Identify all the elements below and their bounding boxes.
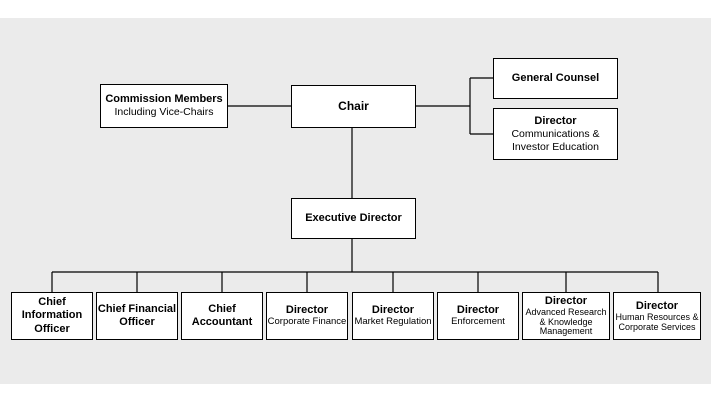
chair-box: Chair <box>291 85 416 128</box>
director-enforcement-box: Director Enforcement <box>437 292 519 340</box>
director-communications-line1: Communications & <box>511 128 600 140</box>
director-human-resources-title: Director <box>635 299 679 312</box>
general-counsel-box: General Counsel <box>493 58 618 99</box>
director-human-resources-line2: Corporate Services <box>618 321 696 332</box>
director-enforcement-subtitle: Enforcement <box>451 316 505 328</box>
director-market-regulation-title: Director <box>371 303 415 316</box>
cfo-line2: Officer <box>119 316 155 328</box>
cio-line2: Officer <box>34 322 70 335</box>
director-advanced-research-line2: & Knowledge <box>539 316 593 327</box>
director-corporate-finance-title: Director <box>285 303 329 316</box>
commission-members-subtitle: Including Vice-Chairs <box>114 106 214 119</box>
director-advanced-research-title: Director <box>544 295 588 308</box>
chief-financial-officer-box: Chief Financial Officer <box>96 292 178 340</box>
cio-line1: Chief Information <box>21 296 83 322</box>
director-human-resources-line1: Human Resources & <box>615 312 699 323</box>
executive-director-box: Executive Director <box>291 198 416 239</box>
commission-members-title: Commission Members <box>105 93 223 106</box>
director-corporate-finance-box: Director Corporate Finance <box>266 292 348 340</box>
director-advanced-research-line1: Advanced Research <box>525 307 607 318</box>
director-communications-line2: Investor Education <box>512 140 599 153</box>
director-communications-box: Director Communications & Investor Educa… <box>493 108 618 160</box>
director-human-resources-box: Director Human Resources & Corporate Ser… <box>613 292 701 340</box>
director-advanced-research-line3: Management <box>539 326 593 337</box>
commission-members-box: Commission Members Including Vice-Chairs <box>100 84 228 128</box>
chief-accountant-box: Chief Accountant <box>181 292 263 340</box>
director-corporate-finance-subtitle: Corporate Finance <box>267 316 347 328</box>
executive-director-title: Executive Director <box>305 211 402 224</box>
chief-information-officer-box: Chief Information Officer <box>11 292 93 340</box>
chief-accountant-line2: Accountant <box>191 316 253 328</box>
chief-accountant-line1: Chief <box>208 302 236 315</box>
cfo-line1: Chief Financial <box>97 302 177 315</box>
director-market-regulation-box: Director Market Regulation <box>352 292 434 340</box>
general-counsel-title: General Counsel <box>511 71 600 84</box>
chair-title: Chair <box>338 99 369 114</box>
director-advanced-research-box: Director Advanced Research & Knowledge M… <box>522 292 610 340</box>
director-enforcement-title: Director <box>456 303 500 316</box>
director-communications-title: Director <box>534 114 577 127</box>
director-market-regulation-subtitle: Market Regulation <box>354 316 432 328</box>
